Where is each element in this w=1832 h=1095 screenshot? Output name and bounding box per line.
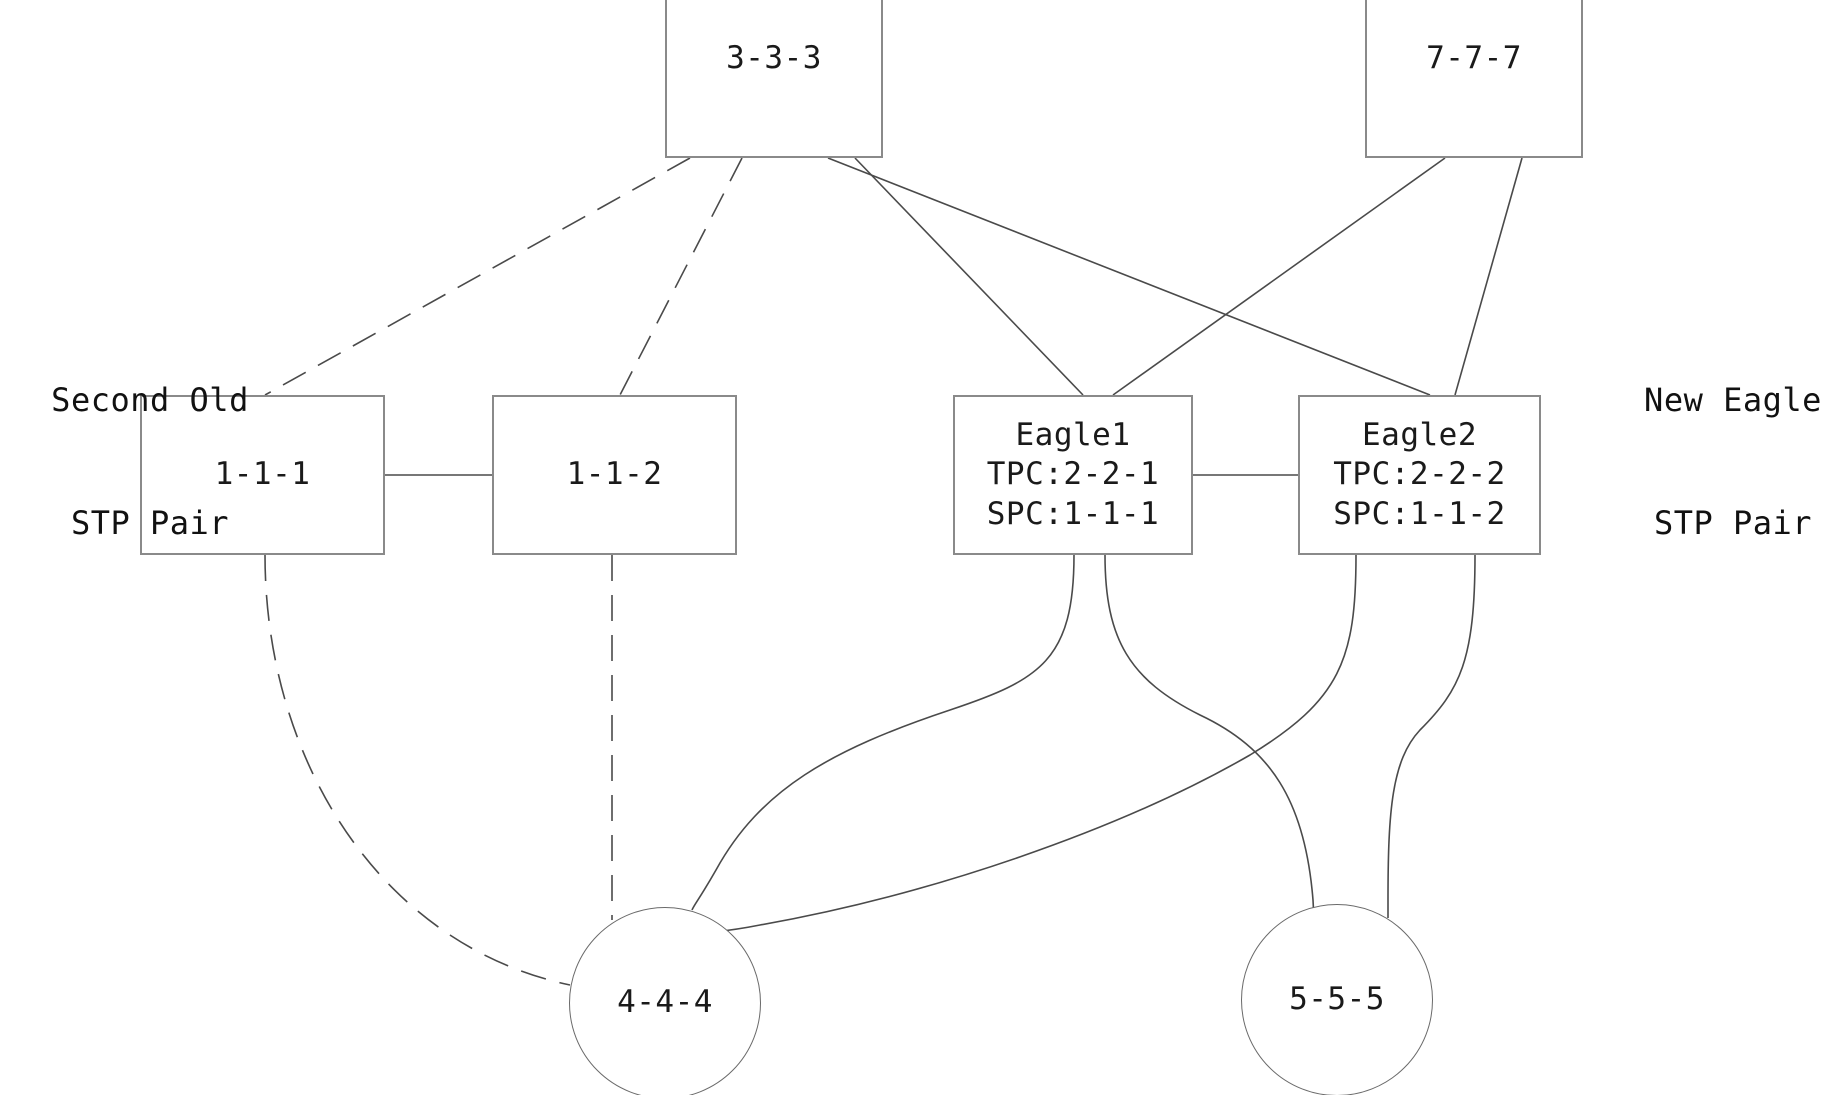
node-eagle2[interactable]: Eagle2 TPC:2-2-2 SPC:1-1-2 xyxy=(1298,395,1541,555)
annotation-right-line-2: STP Pair xyxy=(1653,503,1813,542)
node-7-7-7[interactable]: 7-7-7 xyxy=(1365,0,1583,158)
link-eagle2-555 xyxy=(1387,554,1476,918)
node-3-3-3[interactable]: 3-3-3 xyxy=(665,0,883,158)
node-eagle2-tpc: TPC:2-2-2 xyxy=(1333,456,1506,493)
link-333-111 xyxy=(264,157,691,396)
node-7-7-7-label: 7-7-7 xyxy=(1426,40,1522,77)
node-eagle1-name: Eagle1 xyxy=(1015,417,1131,454)
node-4-4-4-label: 4-4-4 xyxy=(617,984,713,1021)
link-777-eagle2 xyxy=(1454,157,1523,396)
annotation-right-line-1: New Eagle xyxy=(1644,380,1822,419)
node-1-1-1[interactable]: 1-1-1 xyxy=(140,395,385,555)
link-eagle1-444 xyxy=(691,554,1075,911)
node-1-1-2-label: 1-1-2 xyxy=(566,456,663,493)
link-333-112 xyxy=(619,157,743,396)
node-eagle1-spc: SPC:1-1-1 xyxy=(986,495,1160,532)
node-eagle1-tpc: TPC:2-2-1 xyxy=(986,456,1160,493)
node-5-5-5-label: 5-5-5 xyxy=(1289,981,1385,1018)
link-eagle2-444 xyxy=(705,554,1357,934)
node-1-1-1-label: 1-1-1 xyxy=(214,456,311,493)
annotation-left-line-1: Second Old xyxy=(51,380,249,419)
link-777-eagle1 xyxy=(1112,157,1446,396)
link-111-444 xyxy=(264,554,571,986)
node-eagle2-name: Eagle2 xyxy=(1362,417,1477,454)
link-eagle1-555 xyxy=(1104,554,1315,921)
node-5-5-5[interactable]: 5-5-5 xyxy=(1241,904,1433,1095)
node-3-3-3-label: 3-3-3 xyxy=(726,40,822,77)
node-4-4-4[interactable]: 4-4-4 xyxy=(569,907,761,1095)
link-333-eagle1 xyxy=(854,157,1084,396)
annotation-left-line-2: STP Pair xyxy=(70,503,230,542)
link-333-eagle2 xyxy=(827,157,1431,396)
annotation-second-old-stp-pair: Second Old STP Pair xyxy=(5,298,295,626)
annotation-new-eagle-stp-pair: New Eagle STP Pair xyxy=(1588,298,1832,626)
node-eagle2-spc: SPC:1-1-2 xyxy=(1333,495,1506,532)
node-eagle1[interactable]: Eagle1 TPC:2-2-1 SPC:1-1-1 xyxy=(953,395,1193,555)
node-1-1-2[interactable]: 1-1-2 xyxy=(492,395,737,555)
